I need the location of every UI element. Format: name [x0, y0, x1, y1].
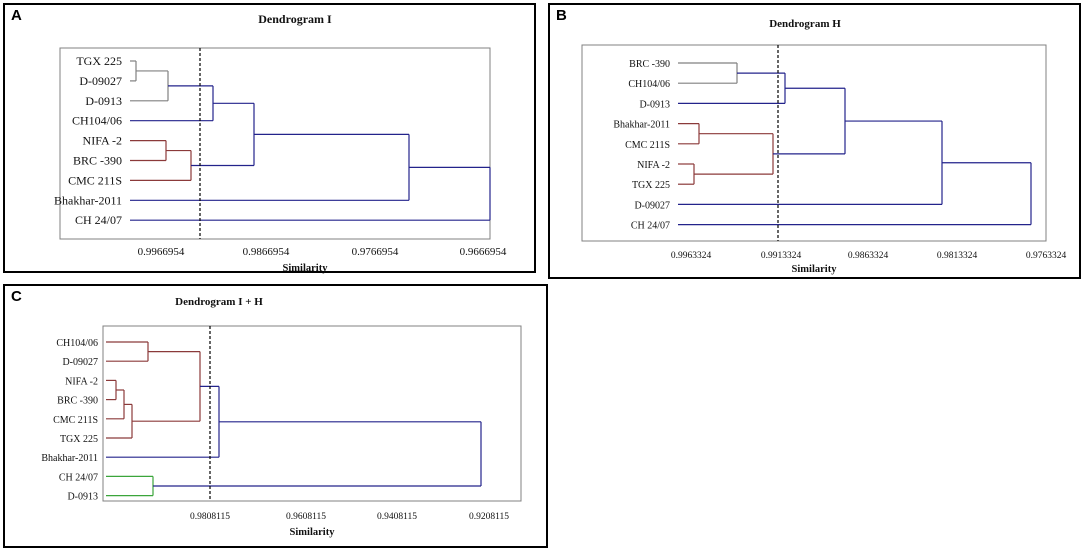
- panel-c-title: Dendrogram I + H: [175, 296, 263, 308]
- tick-label: 0.9808115: [190, 512, 230, 522]
- leaf-label: Bhakhar-2011: [54, 193, 122, 207]
- plot-frame-a: [59, 47, 491, 240]
- leaf-label: NIFA -2: [65, 376, 98, 387]
- tick-label: 0.9963324: [671, 251, 712, 261]
- plot-frame-c: [102, 325, 522, 502]
- leaf-label: D-0913: [639, 99, 670, 110]
- leaf-label: NIFA -2: [83, 134, 122, 148]
- leaf-label: CH 24/07: [631, 221, 670, 232]
- leaf-label: TGX 225: [632, 180, 670, 191]
- tick-label: 0.9966954: [138, 246, 185, 258]
- panel-b-title: Dendrogram H: [769, 18, 841, 30]
- tick-label: 0.9608115: [286, 512, 326, 522]
- tick-label: 0.9763324: [1026, 251, 1067, 261]
- leaf-label: D-0913: [67, 492, 98, 503]
- tick-label: 0.9913324: [761, 251, 802, 261]
- leaf-label: CH104/06: [56, 338, 98, 349]
- x-axis-title: Similarity: [792, 264, 838, 275]
- x-axis-title: Similarity: [290, 527, 336, 538]
- plot-frame-b: [581, 44, 1047, 242]
- leaf-label: CH104/06: [72, 114, 122, 128]
- tick-label: 0.9863324: [848, 251, 889, 261]
- leaf-label: Bhakhar-2011: [41, 453, 98, 464]
- leaf-label: BRC -390: [629, 59, 670, 70]
- dendrogram-b: Dendrogram H BRC -390CH104/06D-0913Bhakha…: [581, 18, 1067, 275]
- tick-label: 0.9208115: [469, 512, 509, 522]
- leaf-label: CMC 211S: [68, 173, 122, 187]
- leaf-label: BRC -390: [73, 154, 122, 168]
- leaf-label: TGX 225: [60, 434, 98, 445]
- tick-label: 0.9866954: [243, 246, 290, 258]
- tick-label: 0.9666954: [460, 246, 507, 258]
- tick-label: 0.9408115: [377, 512, 417, 522]
- tick-label: 0.9766954: [352, 246, 399, 258]
- panel-a-title: Dendrogram I: [258, 12, 332, 26]
- leaf-label: NIFA -2: [637, 160, 670, 171]
- panel-label-a: A: [11, 7, 22, 24]
- leaf-label: CMC 211S: [53, 415, 98, 426]
- leaf-label: CMC 211S: [625, 140, 670, 151]
- leaf-label: CH104/06: [628, 79, 670, 90]
- dendrogram-a: Dendrogram I TGX 225D-09027D-0913CH104/06…: [54, 12, 507, 274]
- leaf-label: D-0913: [85, 94, 122, 108]
- leaf-label: Bhakhar-2011: [613, 120, 670, 131]
- panel-label-c: C: [11, 288, 22, 305]
- tick-label: 0.9813324: [937, 251, 978, 261]
- leaf-label: BRC -390: [57, 396, 98, 407]
- leaf-label: D-09027: [634, 200, 670, 211]
- x-axis-title: Similarity: [283, 263, 329, 274]
- leaf-label: D-09027: [79, 74, 122, 88]
- leaf-label: D-09027: [62, 357, 98, 368]
- leaf-label: TGX 225: [76, 54, 122, 68]
- panel-label-b: B: [556, 7, 567, 24]
- leaf-label: CH 24/07: [75, 213, 122, 227]
- leaf-label: CH 24/07: [59, 472, 98, 483]
